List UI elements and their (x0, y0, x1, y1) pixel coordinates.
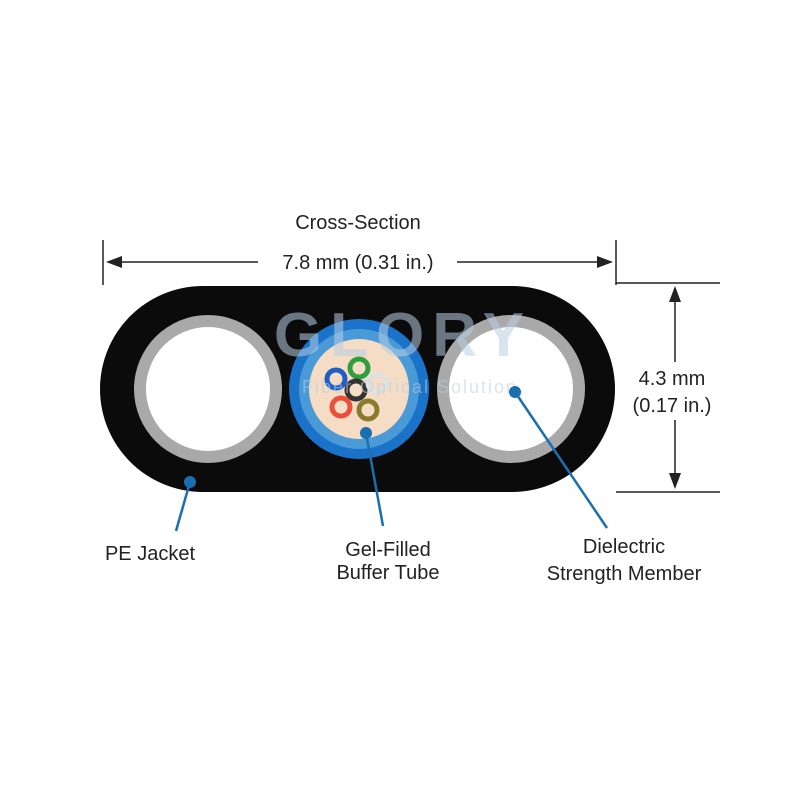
green-fiber (347, 356, 371, 380)
diagram-title: Cross-Section (295, 212, 421, 234)
height-arrowhead-top (669, 286, 681, 302)
strength-member-label-line1: Dielectric (583, 536, 665, 558)
height-dimension-label-mm: 4.3 mm (639, 368, 706, 390)
watermark: GLORY Fiber Optical Solution (274, 301, 532, 397)
white-fiber (365, 371, 389, 395)
width-dimension-label: 7.8 mm (0.31 in.) (282, 252, 433, 274)
width-dimension: Cross-Section 7.8 mm (0.31 in.) (102, 212, 617, 285)
buffer-tube-label-line2: Buffer Tube (336, 562, 439, 584)
callout-labels: PE Jacket Gel-Filled Buffer Tube Dielect… (105, 536, 702, 585)
pe-jacket-label: PE Jacket (105, 543, 195, 565)
watermark-tagline: Fiber Optical Solution (302, 377, 518, 397)
callout-leaders (174, 386, 609, 532)
black-fiber (344, 378, 368, 402)
buffer-tube-label-line1: Gel-Filled (345, 539, 431, 561)
strength-member-label-line2: Strength Member (547, 563, 702, 585)
red-fiber (329, 395, 353, 419)
jacket-leader-line (174, 481, 192, 532)
blue-fiber (324, 367, 348, 391)
height-dimension-label-in: (0.17 in.) (633, 395, 712, 417)
watermark-brand: GLORY (274, 301, 532, 370)
height-arrowhead-bottom (669, 473, 681, 489)
strength-member-leader-line (513, 391, 609, 529)
buffer-tube-leader-dot (360, 427, 372, 439)
height-dimension: 4.3 mm (0.17 in.) (616, 282, 720, 493)
buffer-tube-leader-line (364, 432, 385, 527)
left-strength-member-core (146, 327, 270, 451)
cable (100, 286, 615, 492)
width-arrowhead-right (597, 256, 613, 268)
strength-member-leader-dot (509, 386, 521, 398)
width-arrowhead-left (106, 256, 122, 268)
jacket-leader-dot (184, 476, 196, 488)
brown-fiber (356, 398, 380, 422)
optical-fibers (324, 356, 389, 422)
